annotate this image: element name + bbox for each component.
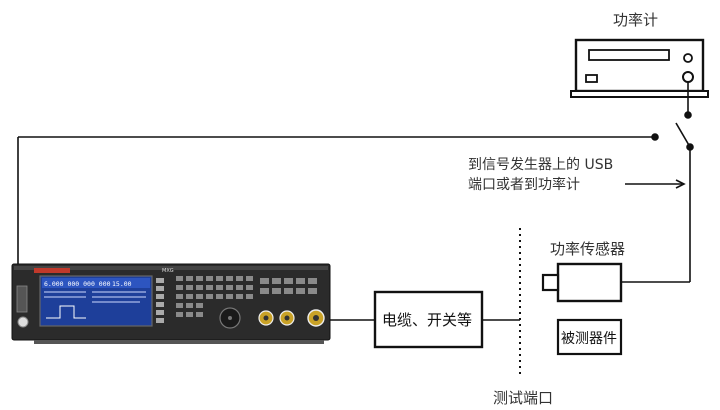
power-sensor-body — [556, 262, 623, 303]
generator-brand-stripe — [34, 268, 70, 273]
power-meter-input-port — [682, 71, 694, 83]
test-port-label: 测试端口 — [493, 389, 554, 407]
power-meter-label: 功率计 — [613, 11, 659, 29]
power-meter-body — [574, 38, 705, 93]
softkey — [156, 294, 164, 299]
power-meter-button — [585, 74, 598, 83]
usb-note-line2: 端口或者到功率计 — [468, 177, 580, 193]
softkey — [156, 286, 164, 291]
dut-label: 被测器件 — [561, 331, 617, 347]
frequency-readout: 6.000 000 000 000 — [44, 280, 111, 288]
power-sensor — [541, 262, 623, 303]
signal-generator: 6.000 000 000 000 15.00 MXG — [11, 263, 331, 344]
generator-feet — [34, 340, 324, 344]
generator-top-trim — [14, 266, 328, 270]
power-meter-base — [570, 90, 709, 98]
keypad — [176, 276, 317, 317]
rf-connector-center — [263, 315, 269, 321]
rf-output-connector-center — [313, 315, 319, 321]
power-meter — [570, 38, 709, 98]
cable-switch-label: 电缆、开关等 — [382, 311, 473, 329]
brand-label: MXG — [162, 268, 174, 274]
usb-port-icon — [16, 285, 28, 313]
power-sensor-label: 功率传感器 — [550, 240, 626, 258]
softkey — [156, 278, 164, 283]
screen-waveform — [46, 305, 86, 319]
cable-switch-box — [373, 290, 484, 349]
power-meter-display — [588, 49, 670, 61]
dut-box — [556, 318, 623, 356]
switch-blade — [675, 122, 691, 148]
rotary-knob-center — [228, 316, 232, 320]
switch-wiring — [17, 82, 694, 283]
softkey — [156, 318, 164, 323]
softkey — [156, 310, 164, 315]
note-arrow-head — [675, 179, 686, 189]
power-meter-knob — [683, 53, 693, 63]
power-button-icon — [17, 316, 29, 328]
softkey — [156, 302, 164, 307]
softkey-column — [156, 278, 164, 323]
amplitude-readout: 15.00 — [112, 280, 132, 288]
switch-top-contact — [684, 111, 692, 119]
power-sensor-connector — [541, 273, 560, 292]
switch-left-contact — [651, 133, 659, 141]
screen-header-bar — [42, 278, 150, 288]
usb-note-line1: 到信号发生器上的 USB — [468, 157, 614, 173]
rf-connector-center — [284, 315, 290, 321]
